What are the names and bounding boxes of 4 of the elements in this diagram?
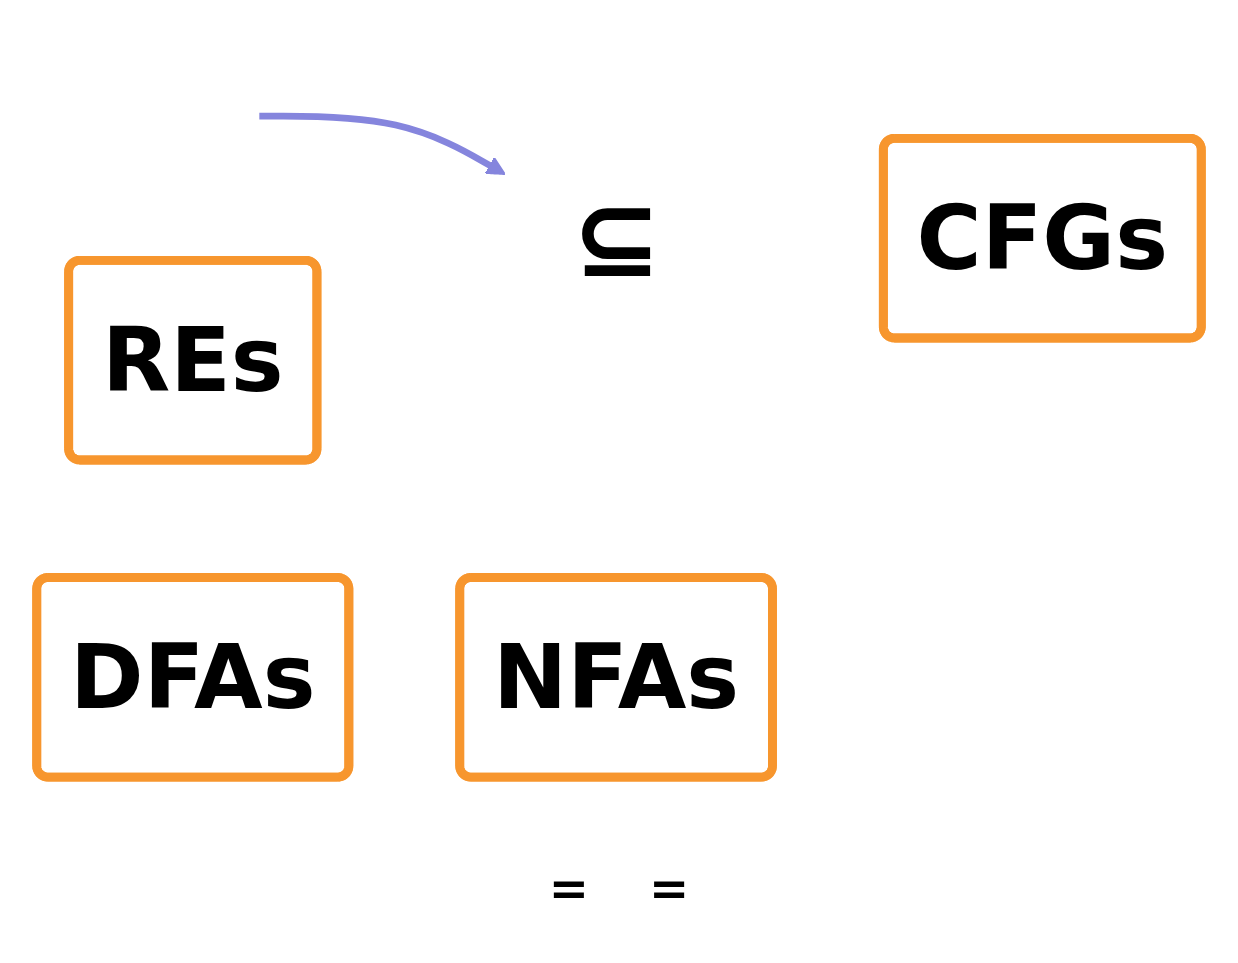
arrow [259, 112, 506, 175]
node-text: ⊆ [571, 176, 661, 301]
equality-symbol: = [649, 860, 690, 916]
equality-symbol: = [548, 860, 589, 916]
